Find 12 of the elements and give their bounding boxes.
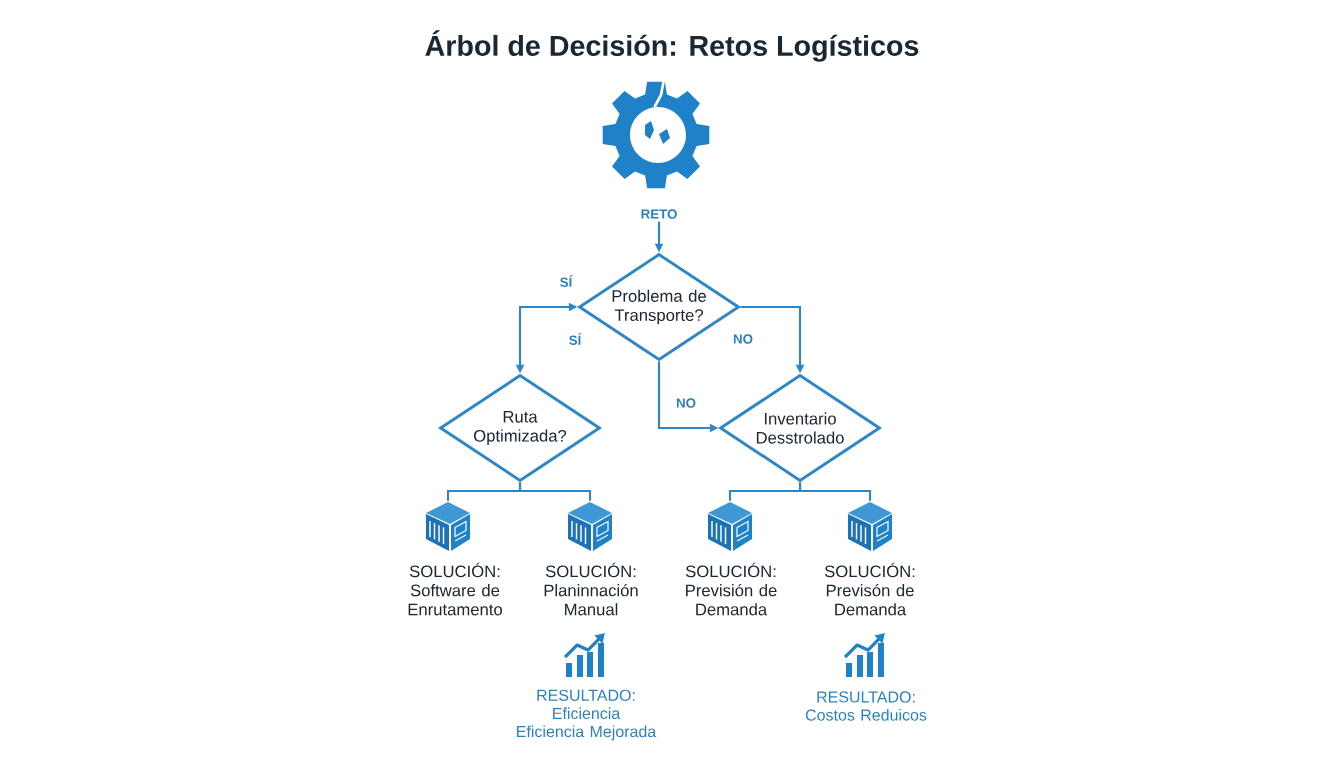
edge-label: NO [674, 396, 698, 410]
node-label: SOLUCIÓN: Previsón de Demanda [824, 562, 915, 616]
node-label: SOLUCIÓN: Planinnación Manual [544, 562, 638, 616]
title: Árbol de Decisión: Retos Logísticos [425, 30, 919, 62]
node-label: RESULTADO: Eficiencia Eficiencia Mejorada [517, 689, 657, 741]
start-label: RETO [641, 209, 677, 219]
node-label: SOLUCIÓN: Previsión de Demanda [685, 562, 777, 616]
node-label: SOLUCIÓN: Software de Enrutamento [408, 562, 502, 616]
connector [798, 482, 872, 501]
node-label: RESULTADO: Costos Reduicos [805, 691, 927, 721]
connector [518, 482, 592, 501]
label: SÍ [557, 273, 575, 289]
